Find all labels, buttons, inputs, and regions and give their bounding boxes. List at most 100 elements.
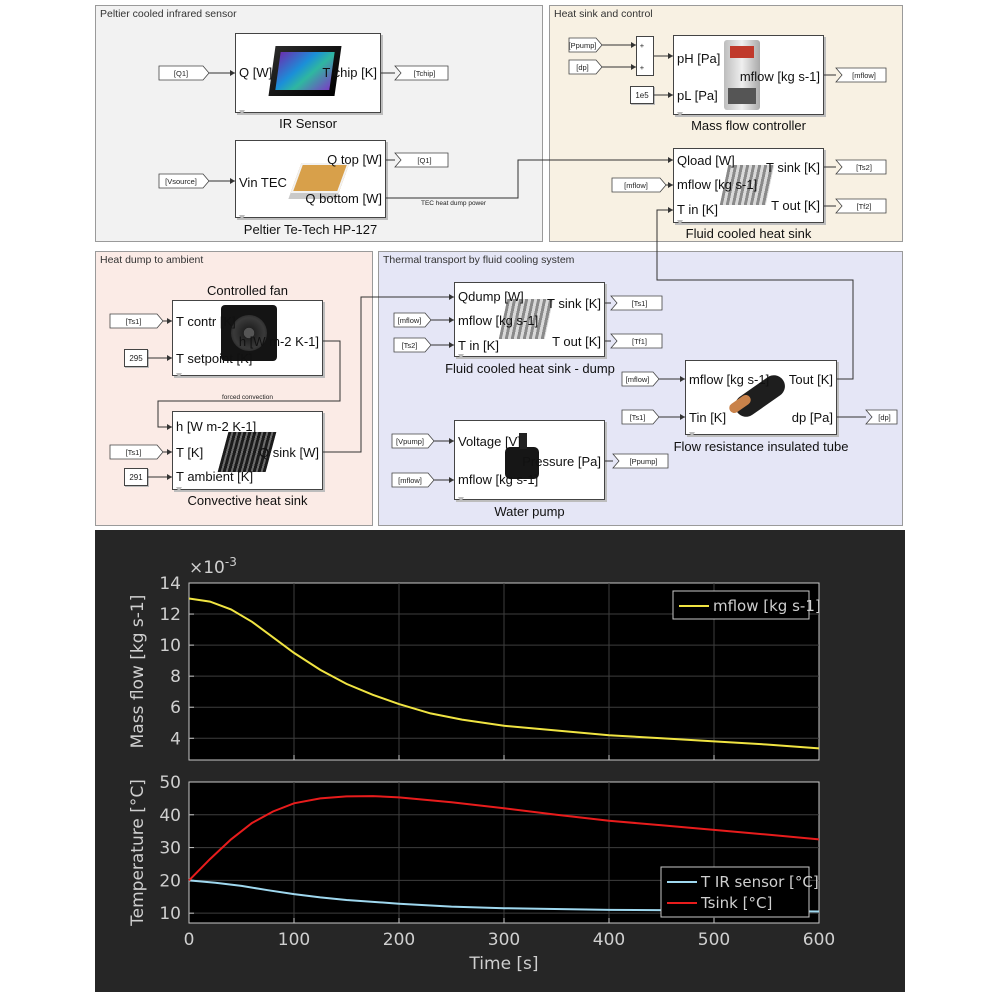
sum-block[interactable]: + + (636, 36, 654, 76)
from-tag-ts2[interactable]: [Ts2] (401, 340, 418, 350)
ir-sensor-block[interactable]: Q [W] T chip [K] (235, 33, 381, 115)
block-caption: Fluid cooled heat sink - dump (445, 361, 615, 376)
constant-pl[interactable]: 1e5 (630, 86, 654, 104)
from-tag-ppump[interactable]: [Ppump] (568, 40, 597, 50)
y-tick-label: 40 (159, 806, 181, 826)
from-tag-q1[interactable]: [Q1] (173, 68, 189, 78)
goto-tag-tf1[interactable]: [Tf1] (631, 336, 647, 346)
fluid-cooled-heat-sink-block[interactable]: Qload [W] mflow [kg s-1] T in [K] T sink… (673, 148, 824, 225)
block-caption: Peltier Te-Tech HP-127 (243, 222, 378, 237)
from-tag-ts1[interactable]: [Ts1] (125, 316, 142, 326)
block-mask-icon (677, 105, 683, 117)
port-vin-in: Vin TEC (239, 175, 287, 190)
block-caption: Water pump (494, 504, 565, 519)
block-caption: IR Sensor (279, 116, 337, 131)
peltier-block[interactable]: Vin TEC Q top [W] Q bottom [W] (235, 140, 386, 220)
block-caption: Controlled fan (207, 283, 288, 298)
goto-tag-ppump[interactable]: [Ppump] (629, 456, 658, 466)
from-tag-vsource[interactable]: [Vsource] (165, 176, 197, 186)
x-tick-label: 200 (383, 930, 415, 950)
fluid-cooled-heat-sink-dump-block[interactable]: Qdump [W] mflow [kg s-1] T in [K] T sink… (454, 282, 605, 359)
from-tag-mflow[interactable]: [mflow] (397, 315, 422, 325)
from-tag-mflow[interactable]: [mflow] (625, 374, 650, 384)
y-tick-label: 50 (159, 773, 181, 793)
y-tick-label: 10 (159, 636, 181, 656)
insulated-tube-block[interactable]: mflow [kg s-1] Tin [K] Tout [K] dp [Pa] (685, 360, 837, 437)
x-tick-label: 500 (698, 930, 730, 950)
port-tsink-out: T sink [K] (766, 160, 820, 175)
goto-tag-ts1[interactable]: [Ts1] (631, 298, 648, 308)
region-title: Thermal transport by fluid cooling syste… (383, 254, 575, 266)
port-qbottom-out: Q bottom [W] (305, 191, 382, 206)
port-tin-in: T in [K] (677, 202, 718, 217)
block-mask-icon (239, 208, 245, 220)
port-tambient-in: T ambient [K] (176, 469, 254, 484)
x-tick-label: 400 (593, 930, 625, 950)
port-qsink-out: Q sink [W] (259, 445, 319, 460)
from-tag-vpump[interactable]: [Vpump] (396, 436, 424, 446)
goto-tag-mflow[interactable]: [mflow] (852, 70, 876, 80)
port-mflow-in: mflow [kg s-1] (677, 177, 758, 192)
water-pump-block[interactable]: Voltage [V] mflow [kg s-1] Pressure [Pa] (454, 420, 605, 502)
region-title: Heat dump to ambient (100, 254, 204, 266)
mass-flow-controller-block[interactable]: pH [Pa] pL [Pa] mflow [kg s-1] (673, 35, 824, 117)
port-dp-out: dp [Pa] (791, 410, 833, 425)
constant-setpoint[interactable]: 295 (124, 349, 148, 367)
port-mflow-in: mflow [kg s-1] (689, 372, 770, 387)
legend-label: T IR sensor [°C] (700, 873, 819, 891)
from-tag-mflow[interactable]: [mflow] (624, 180, 648, 190)
block-caption: Convective heat sink (187, 493, 308, 508)
port-tsink-out: T sink [K] (547, 296, 601, 311)
y-tick-label: 10 (159, 904, 181, 924)
port-q-in: Q [W] (239, 65, 273, 80)
block-caption: Mass flow controller (691, 118, 806, 133)
port-mflow-in: mflow [kg s-1] (458, 472, 539, 487)
y-tick-label: 30 (159, 839, 181, 859)
block-mask-icon (677, 213, 683, 225)
goto-tag-q1[interactable]: [Q1] (417, 155, 432, 165)
convective-heat-sink-block[interactable]: h [W m-2 K-1] T [K] T ambient [K] Q sink… (172, 411, 323, 492)
goto-tag-dp[interactable]: [dp] (878, 412, 891, 422)
x-axis-label: Time [s] (468, 954, 538, 974)
port-h-out: h [W m-2 K-1] (238, 334, 319, 349)
goto-tag-ts2[interactable]: [Ts2] (856, 162, 872, 172)
series-line-0 (188, 597, 820, 750)
y-tick-label: 6 (170, 698, 181, 718)
controlled-fan-block[interactable]: T contr [K] T setpoint [K] h [W m-2 K-1] (172, 300, 323, 378)
constant-ambient[interactable]: 291 (124, 468, 148, 486)
wire-label-tec: TEC heat dump power (421, 200, 487, 207)
goto-tag-tf2[interactable]: [Tf2] (856, 201, 872, 211)
y-axis-label: Mass flow [kg s-1] (128, 595, 148, 749)
from-tag-mflow[interactable]: [mflow] (398, 475, 422, 485)
from-tag-ts1[interactable]: [Ts1] (125, 447, 142, 457)
block-caption: Fluid cooled heat sink (685, 226, 812, 241)
y-tick-label: 14 (159, 574, 181, 594)
block-mask-icon (458, 490, 464, 502)
port-qload-in: Qload [W] (677, 153, 735, 168)
from-tag-ts1[interactable]: [Ts1] (629, 412, 646, 422)
block-mask-icon (689, 425, 695, 437)
series-line-0 (188, 879, 820, 913)
y-tick-label: 4 (170, 729, 181, 749)
region-title: Peltier cooled infrared sensor (100, 8, 237, 20)
port-ph-in: pH [Pa] (677, 51, 721, 66)
block-mask-icon (176, 366, 182, 378)
port-qdump-in: Qdump [W] (458, 289, 524, 304)
port-tchip-out: T chip [K] (322, 65, 377, 80)
legend-box (672, 590, 810, 620)
legend-box (660, 866, 810, 918)
from-tag-dp[interactable]: [dp] (576, 62, 589, 72)
port-t-in: T [K] (176, 445, 204, 460)
port-mflow-in: mflow [kg s-1] (458, 313, 539, 328)
y-tick-label: 20 (159, 871, 181, 891)
block-mask-icon (176, 480, 182, 492)
signal-wires (109, 37, 898, 488)
block-mask-icon (458, 347, 464, 359)
legend-label: Tsink [°C] (700, 894, 772, 912)
port-pl-in: pL [Pa] (677, 88, 718, 103)
y-tick-label: 8 (170, 667, 181, 687)
goto-tag-tchip[interactable]: [Tchip] (413, 68, 436, 78)
mass-flow-controller-image (724, 40, 760, 110)
sum-sign-bottom: + (639, 62, 645, 72)
